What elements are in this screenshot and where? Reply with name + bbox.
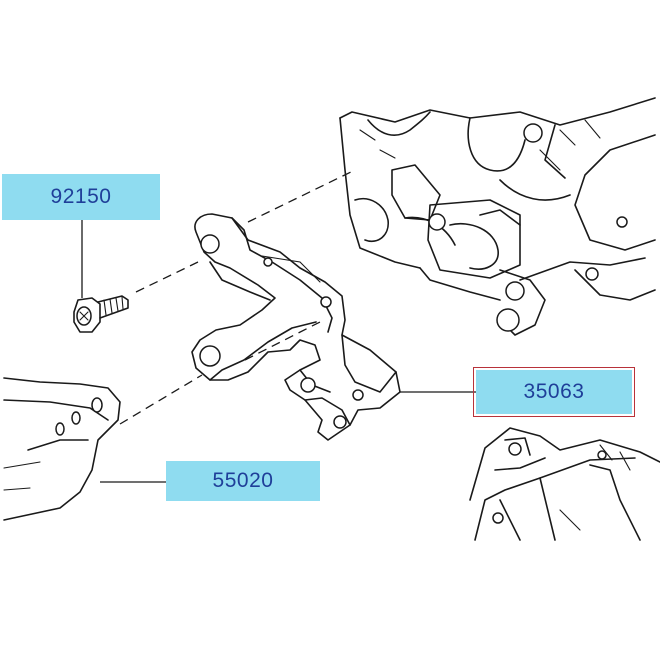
casting-hole [597,450,607,460]
assembly-guide-line [247,169,356,223]
frame-bolt-hole [505,281,525,301]
frame-bolt-hole [616,216,628,228]
bracket-mount-hole [199,345,221,367]
assembly-guide-line [119,374,203,425]
bracket-mount-hole [333,415,347,429]
part-label-35063[interactable]: 35063 [473,367,635,417]
part-label-92150[interactable]: 92150 [2,174,160,220]
footrest-part [3,377,121,521]
bracket-part [191,213,401,441]
frame-casting [339,97,656,336]
footrest-hole [55,422,65,436]
bracket-mount-hole [320,296,332,308]
bracket-mount-hole [352,389,364,401]
frame-bolt-hole [496,308,520,332]
lower-frame-casting [469,427,660,541]
bolt-part [73,295,129,333]
bracket-mount-hole [300,377,316,393]
casting-hole [508,442,522,456]
assembly-guide-line [244,321,321,361]
footrest-hole [71,411,81,425]
bracket-mount-hole [200,234,220,254]
footrest-hole [91,397,103,413]
bracket-mount-hole [263,257,273,267]
casting-hole [492,512,504,524]
part-label-55020[interactable]: 55020 [166,461,320,501]
frame-bolt-hole [523,123,543,143]
frame-bolt-hole [585,267,599,281]
frame-bolt-hole [428,213,446,231]
assembly-guide-line [135,261,199,293]
